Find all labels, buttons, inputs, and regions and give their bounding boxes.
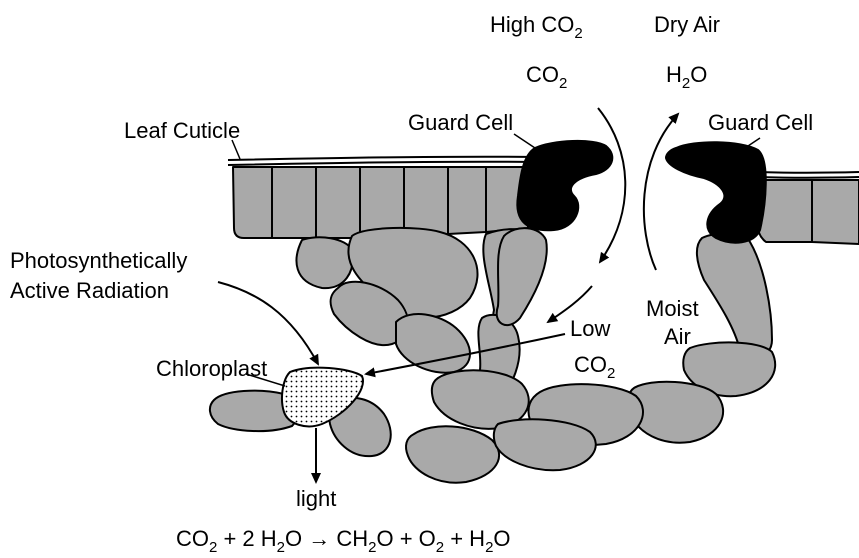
mesophyll-cells bbox=[210, 228, 775, 483]
chloroplast-label: Chloroplast bbox=[156, 356, 267, 381]
guard-cell-right-shape bbox=[666, 142, 766, 242]
h2o-top-label: H2O bbox=[666, 62, 707, 92]
co2-inflow-arrow bbox=[598, 108, 625, 262]
active-radiation-label: Active Radiation bbox=[10, 278, 169, 303]
dry-air-label: Dry Air bbox=[654, 12, 720, 37]
high-co2-label: High CO2 bbox=[490, 12, 583, 42]
moist-label: Moist bbox=[646, 296, 699, 321]
light-label: light bbox=[296, 486, 336, 511]
low-label: Low bbox=[570, 316, 610, 341]
radiation-arrow bbox=[218, 282, 318, 364]
guard-cell-right-label: Guard Cell bbox=[708, 110, 813, 135]
guard-cells bbox=[517, 141, 765, 243]
air-label: Air bbox=[664, 324, 691, 349]
co2-top-label: CO2 bbox=[526, 62, 567, 92]
low-co2-label: CO2 bbox=[574, 352, 615, 382]
leaf-cuticle-label: Leaf Cuticle bbox=[124, 118, 240, 143]
guard-cell-left-shape bbox=[517, 141, 612, 230]
photosynthesis-equation: CO2 + 2 H2O → CH2O + O2 + H2O bbox=[176, 526, 511, 556]
moist-air-outflow-arrow bbox=[644, 114, 678, 270]
photosynthetically-label: Photosynthetically bbox=[10, 248, 187, 273]
guard-cell-left-label: Guard Cell bbox=[408, 110, 513, 135]
